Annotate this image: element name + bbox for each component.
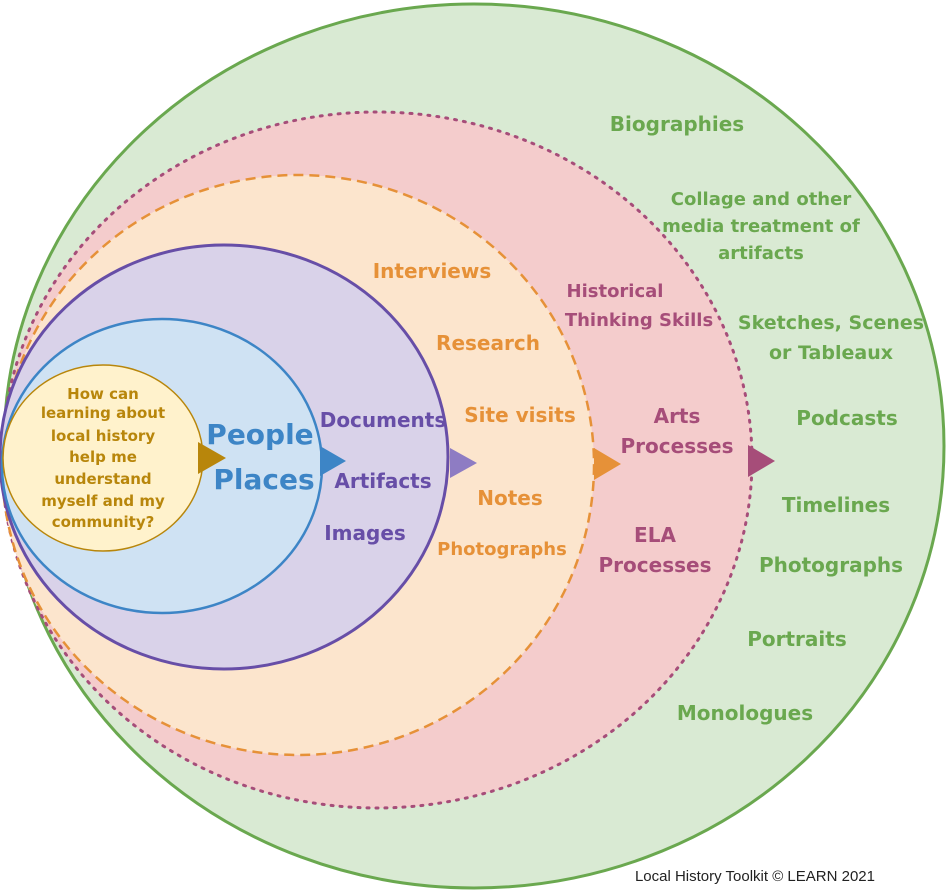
ela-processes-line2: Processes [599,553,712,577]
arrow-methods [594,448,621,480]
images-label: Images [324,521,406,545]
monologues-label: Monologues [677,701,813,725]
notes-label: Notes [477,486,543,510]
arts-processes-line2: Processes [621,434,734,458]
photographs-product-label: Photographs [759,553,903,577]
collage-line1: Collage and other [671,189,852,210]
arts-processes-line1: Arts [654,404,701,428]
arrow-sources [450,448,477,478]
photographs-method-label: Photographs [437,539,567,560]
core-line: local history [51,427,155,445]
research-label: Research [436,331,540,355]
people-label: People [206,418,313,451]
core-question-text: How can learning about local history hel… [41,385,165,531]
arrow-people-places [320,446,346,476]
sketches-line2: or Tableaux [769,342,893,364]
artifacts-label: Artifacts [334,469,431,493]
biographies-label: Biographies [610,112,744,136]
interviews-label: Interviews [373,259,492,283]
core-line: community? [52,513,155,531]
credit-text: Local History Toolkit © LEARN 2021 [635,868,875,885]
podcasts-label: Podcasts [796,406,897,430]
ela-processes-line1: ELA [634,523,676,547]
core-line: learning about [41,404,165,422]
core-line: help me [69,448,137,466]
collage-line2: media treatment of [662,216,860,237]
documents-label: Documents [320,408,447,432]
site-visits-label: Site visits [464,403,575,427]
arrow-processes [748,445,775,477]
collage-line3: artifacts [718,243,804,264]
places-label: Places [213,463,314,496]
core-line: myself and my [41,492,165,510]
historical-thinking-line2: Thinking Skills [565,310,713,331]
core-line: understand [54,470,151,488]
portraits-label: Portraits [747,627,847,651]
core-line: How can [67,385,139,403]
timelines-label: Timelines [782,493,890,517]
arrow-core [198,442,226,474]
historical-thinking-line1: Historical [567,281,664,302]
sketches-line1: Sketches, Scenes [738,312,924,334]
